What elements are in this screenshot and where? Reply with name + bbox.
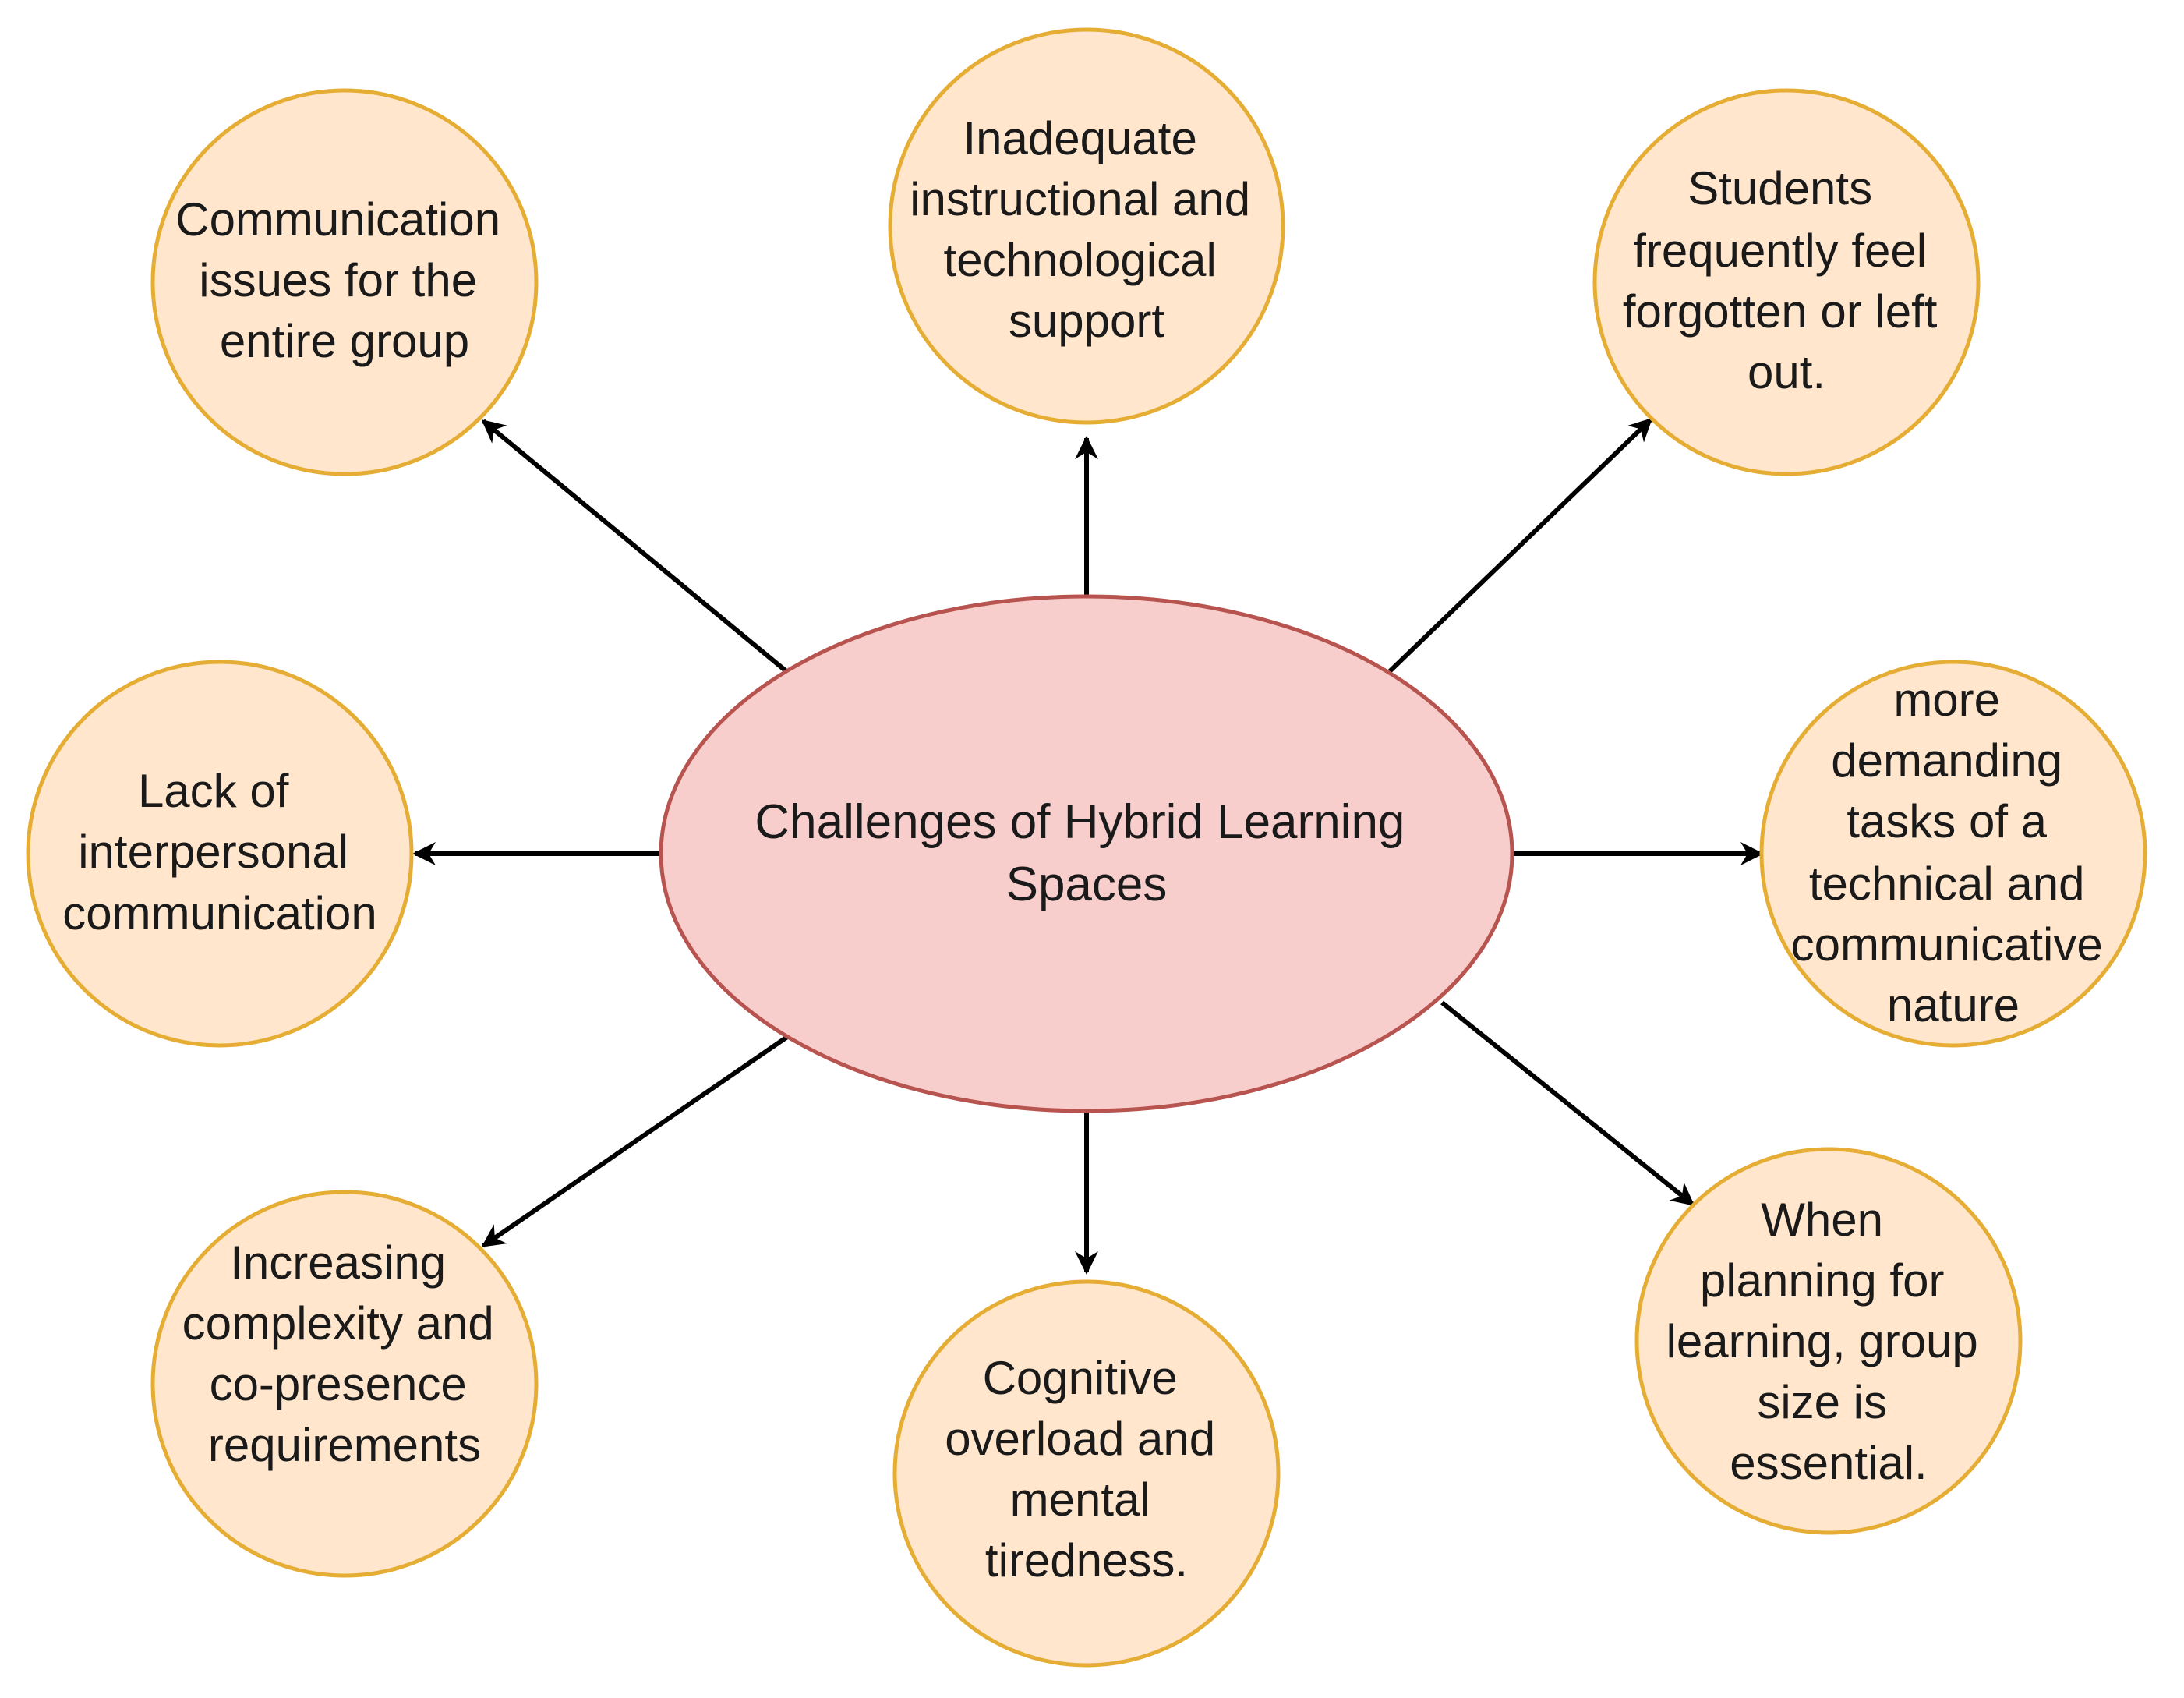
node-label: more demanding tasks of a technical and … — [1791, 674, 2116, 1031]
node-label-line: demanding — [1831, 734, 2062, 787]
node-label: When planning for learning, group size i… — [1666, 1194, 1991, 1489]
node-circle — [892, 1279, 1281, 1668]
node-label-line: instructional and — [910, 173, 1250, 225]
node-circle — [150, 88, 539, 476]
node-label: Communication issues for the entire grou… — [175, 193, 514, 367]
node-circle — [1759, 660, 2147, 1048]
node-circle — [1634, 1147, 2023, 1535]
node-label-line: technological — [944, 234, 1217, 286]
node-label-line: technical and — [1809, 858, 2085, 910]
node-label: Inadequate instructional and technologic… — [910, 112, 1263, 347]
node-label-line: Students — [1687, 162, 1872, 214]
center-label-line: Challenges of Hybrid Learning — [755, 795, 1405, 849]
node-circle — [26, 660, 414, 1048]
node-students-forgotten[interactable]: Students frequently feel forgotten or le… — [1592, 88, 1981, 476]
node-label-line: issues for the — [199, 254, 477, 306]
node-label-line: communicative — [1791, 918, 2103, 971]
node-communication-issues[interactable]: Communication issues for the entire grou… — [150, 88, 539, 476]
center-node[interactable]: Challenges of Hybrid Learning Spaces — [659, 594, 1514, 1113]
arrow-to-communication-issues — [481, 419, 789, 674]
node-label-line: communication — [62, 887, 377, 939]
node-label-line: support — [1009, 295, 1164, 347]
node-label-line: essential. — [1730, 1437, 1927, 1489]
node-label-line: requirements — [208, 1419, 481, 1471]
arrow-to-increasing-complexity — [481, 1035, 789, 1248]
node-label-line: forgotten or left — [1623, 285, 1938, 338]
node-circle — [1592, 88, 1981, 476]
node-label-line: out. — [1748, 346, 1825, 398]
node-label: Lack of interpersonal communication — [62, 765, 377, 939]
node-label-line: Inadequate — [963, 112, 1197, 164]
node-label-line: frequently feel — [1633, 225, 1927, 277]
node-label-line: Cognitive — [983, 1352, 1178, 1404]
node-circle — [888, 27, 1285, 425]
node-label-line: entire group — [220, 315, 469, 367]
node-label-line: more — [1893, 674, 2000, 726]
arrow-to-students-forgotten — [1387, 417, 1653, 674]
node-lack-interpersonal[interactable]: Lack of interpersonal communication — [26, 660, 414, 1048]
node-label-line: tasks of a — [1847, 795, 2047, 847]
center-label: Challenges of Hybrid Learning Spaces — [755, 795, 1418, 911]
connectors — [412, 417, 1764, 1275]
node-cognitive-overload[interactable]: Cognitive overload and mental tiredness. — [892, 1279, 1281, 1668]
node-label-line: interpersonal — [78, 826, 348, 878]
node-label-line: overload and — [945, 1413, 1215, 1465]
node-label-line: nature — [1887, 979, 2020, 1031]
node-label-line: complexity and — [182, 1297, 494, 1350]
node-label-line: tiredness. — [985, 1534, 1188, 1587]
node-label-line: Lack of — [138, 765, 289, 817]
center-label-line: Spaces — [1006, 858, 1168, 911]
node-label-line: Increasing — [230, 1236, 446, 1289]
node-label-line: Communication — [175, 193, 500, 246]
node-increasing-complexity[interactable]: Increasing complexity and co-presence re… — [150, 1190, 539, 1578]
node-circle — [150, 1190, 539, 1578]
node-label-line: co-presence — [210, 1358, 467, 1410]
node-label-line: planning for — [1700, 1254, 1945, 1307]
node-label-line: When — [1761, 1194, 1883, 1246]
center-ellipse — [659, 594, 1514, 1113]
arrow-to-group-size — [1440, 1000, 1695, 1207]
node-label-line: size is — [1757, 1376, 1887, 1428]
node-inadequate-support[interactable]: Inadequate instructional and technologic… — [888, 27, 1285, 425]
node-label: Students frequently feel forgotten or le… — [1623, 162, 1950, 398]
node-label: Increasing complexity and co-presence re… — [182, 1236, 507, 1471]
node-label-line: mental — [1010, 1473, 1150, 1526]
node-label: Cognitive overload and mental tiredness. — [945, 1352, 1228, 1587]
node-label-line: learning, group — [1666, 1315, 1978, 1367]
node-group-size[interactable]: When planning for learning, group size i… — [1634, 1147, 2023, 1535]
node-demanding-tasks[interactable]: more demanding tasks of a technical and … — [1759, 660, 2147, 1048]
